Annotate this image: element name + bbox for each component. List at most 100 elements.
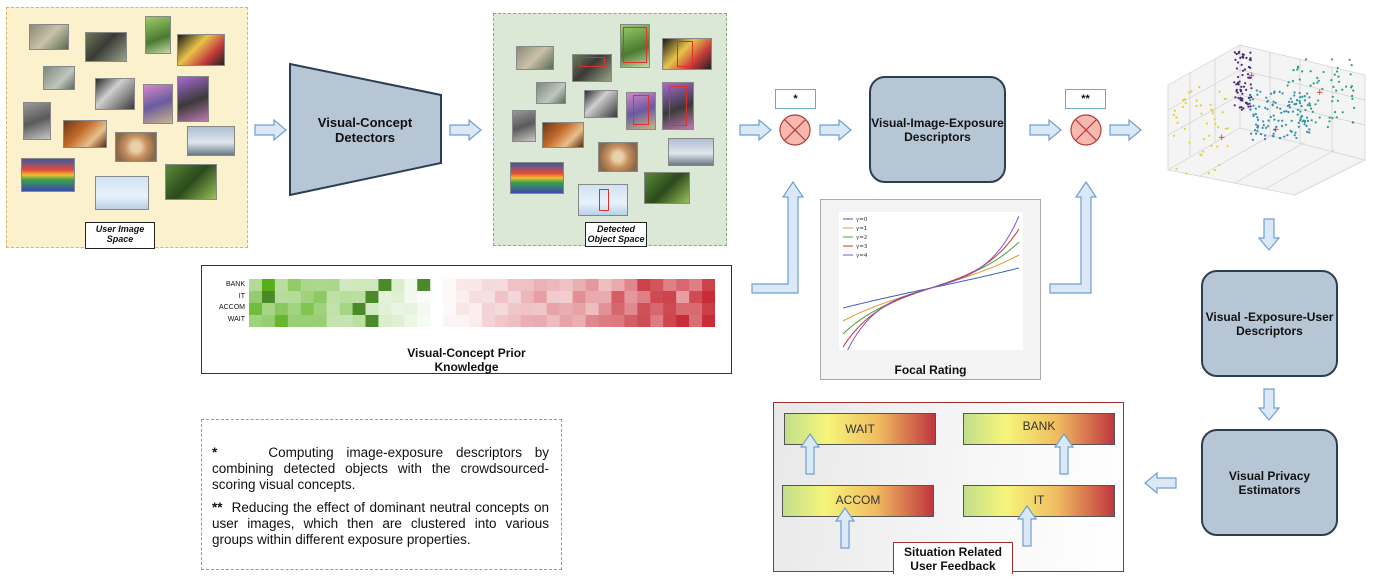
heatmap-cell [352,291,366,304]
scatter-point [1350,64,1353,67]
heatmap-cell [559,315,573,327]
scatter-point [1284,123,1288,126]
scatter-point [1185,172,1188,175]
heatmap-cell [339,315,353,327]
heatmap-cell [559,279,573,292]
scatter-point [1249,59,1252,62]
photo-thumbnail [644,172,690,204]
heatmap-cell [274,303,289,316]
scatter-point [1240,106,1243,109]
scatter-point [1273,118,1276,121]
heatmap-cell [482,303,496,316]
heatmap-cell [520,279,535,292]
scatter-point [1306,130,1309,133]
scatter-point [1235,52,1238,56]
heatmap-cell [339,279,353,292]
photo-thumbnail [95,176,149,210]
scatter-point [1304,108,1307,112]
heatmap-row-label: BANK [225,281,245,288]
scatter-point [1271,134,1274,138]
detectors-shape [289,62,442,197]
scatter-point [1297,125,1300,128]
scatter-point [1300,116,1303,119]
scatter-point [1249,105,1252,108]
scatter-point [1294,131,1297,134]
photo-thumbnail [536,82,566,104]
scatter-point [1286,134,1289,137]
scatter-point [1188,141,1191,144]
scatter-point [1281,119,1284,122]
photo-thumbnail [145,16,171,54]
scatter-point [1351,94,1354,98]
operation-marker-label: * [775,89,816,109]
scatter-point [1261,126,1264,129]
heatmap-cell [702,279,715,292]
scatter-point [1255,132,1258,135]
flow-arrow [819,119,852,141]
photo-thumbnail [584,90,618,118]
scatter-point [1295,102,1298,105]
detectors-label: Visual-Concept Detectors [317,115,413,145]
connector-arrow-up [751,180,805,294]
heatmap-row-label: ACCOM [218,304,245,311]
scatter-point [1338,80,1341,83]
scatter-point [1245,88,1248,91]
scatter-point [1241,92,1244,95]
scatter-point [1317,99,1320,102]
scatter-point [1176,121,1179,124]
scatter-point [1352,89,1355,92]
photo-thumbnail [598,142,638,172]
scatter-point [1317,79,1320,82]
scatter-point [1303,95,1306,98]
focal-rating-plot: γ=0γ=1γ=2γ=3γ=4 [839,212,1023,350]
flow-arrow [1109,119,1142,141]
scatter-point [1213,168,1216,172]
scatter-point [1216,145,1219,148]
feedback-bar-accom: ACCOM [782,485,934,517]
detection-box [599,189,609,211]
scatter-point [1241,69,1245,72]
scatter-point [1262,120,1265,123]
scatter-point [1251,138,1254,141]
scatter-point [1259,133,1263,136]
scatter-point [1288,106,1291,109]
scatter-point [1321,87,1324,90]
detection-box [677,41,693,67]
heatmap-cell [507,279,522,292]
scatter-point [1322,70,1325,74]
scatter-point [1296,108,1299,111]
heatmap-cell [494,303,509,316]
scatter-point [1183,127,1186,130]
scatter-point [1237,75,1240,79]
scatter-point [1296,65,1300,68]
photo-thumbnail [542,122,584,148]
scatter-point [1233,104,1236,107]
scatter-point [1269,115,1272,119]
scatter-point [1293,94,1296,97]
scatter-point [1247,96,1250,99]
scatter-point [1336,70,1339,73]
scatter-point [1249,98,1252,102]
heatmap-cell [637,303,651,316]
heatmap-cell [469,303,483,316]
heatmap-cell [494,279,509,292]
heatmap-cell [352,315,366,327]
photo-thumbnail [187,126,235,156]
scatter-point [1190,90,1193,93]
heatmap-cell [598,279,612,292]
heatmap-cell [689,291,703,304]
heatmap-cell [378,279,392,292]
heatmap-cell [417,303,431,316]
heatmap-cell [417,279,431,292]
heatmap-cell [313,315,327,327]
photo-thumbnail [177,76,209,122]
heatmap-cell [533,291,548,304]
scatter-point [1306,119,1310,122]
heatmap-cell [365,279,379,292]
scatter-point [1308,128,1311,131]
scatter-point [1175,167,1178,170]
cluster-center-marker: + [1248,71,1256,81]
scatter-point [1331,117,1334,120]
heatmap-cell [274,291,289,304]
scatter-point [1254,107,1257,110]
